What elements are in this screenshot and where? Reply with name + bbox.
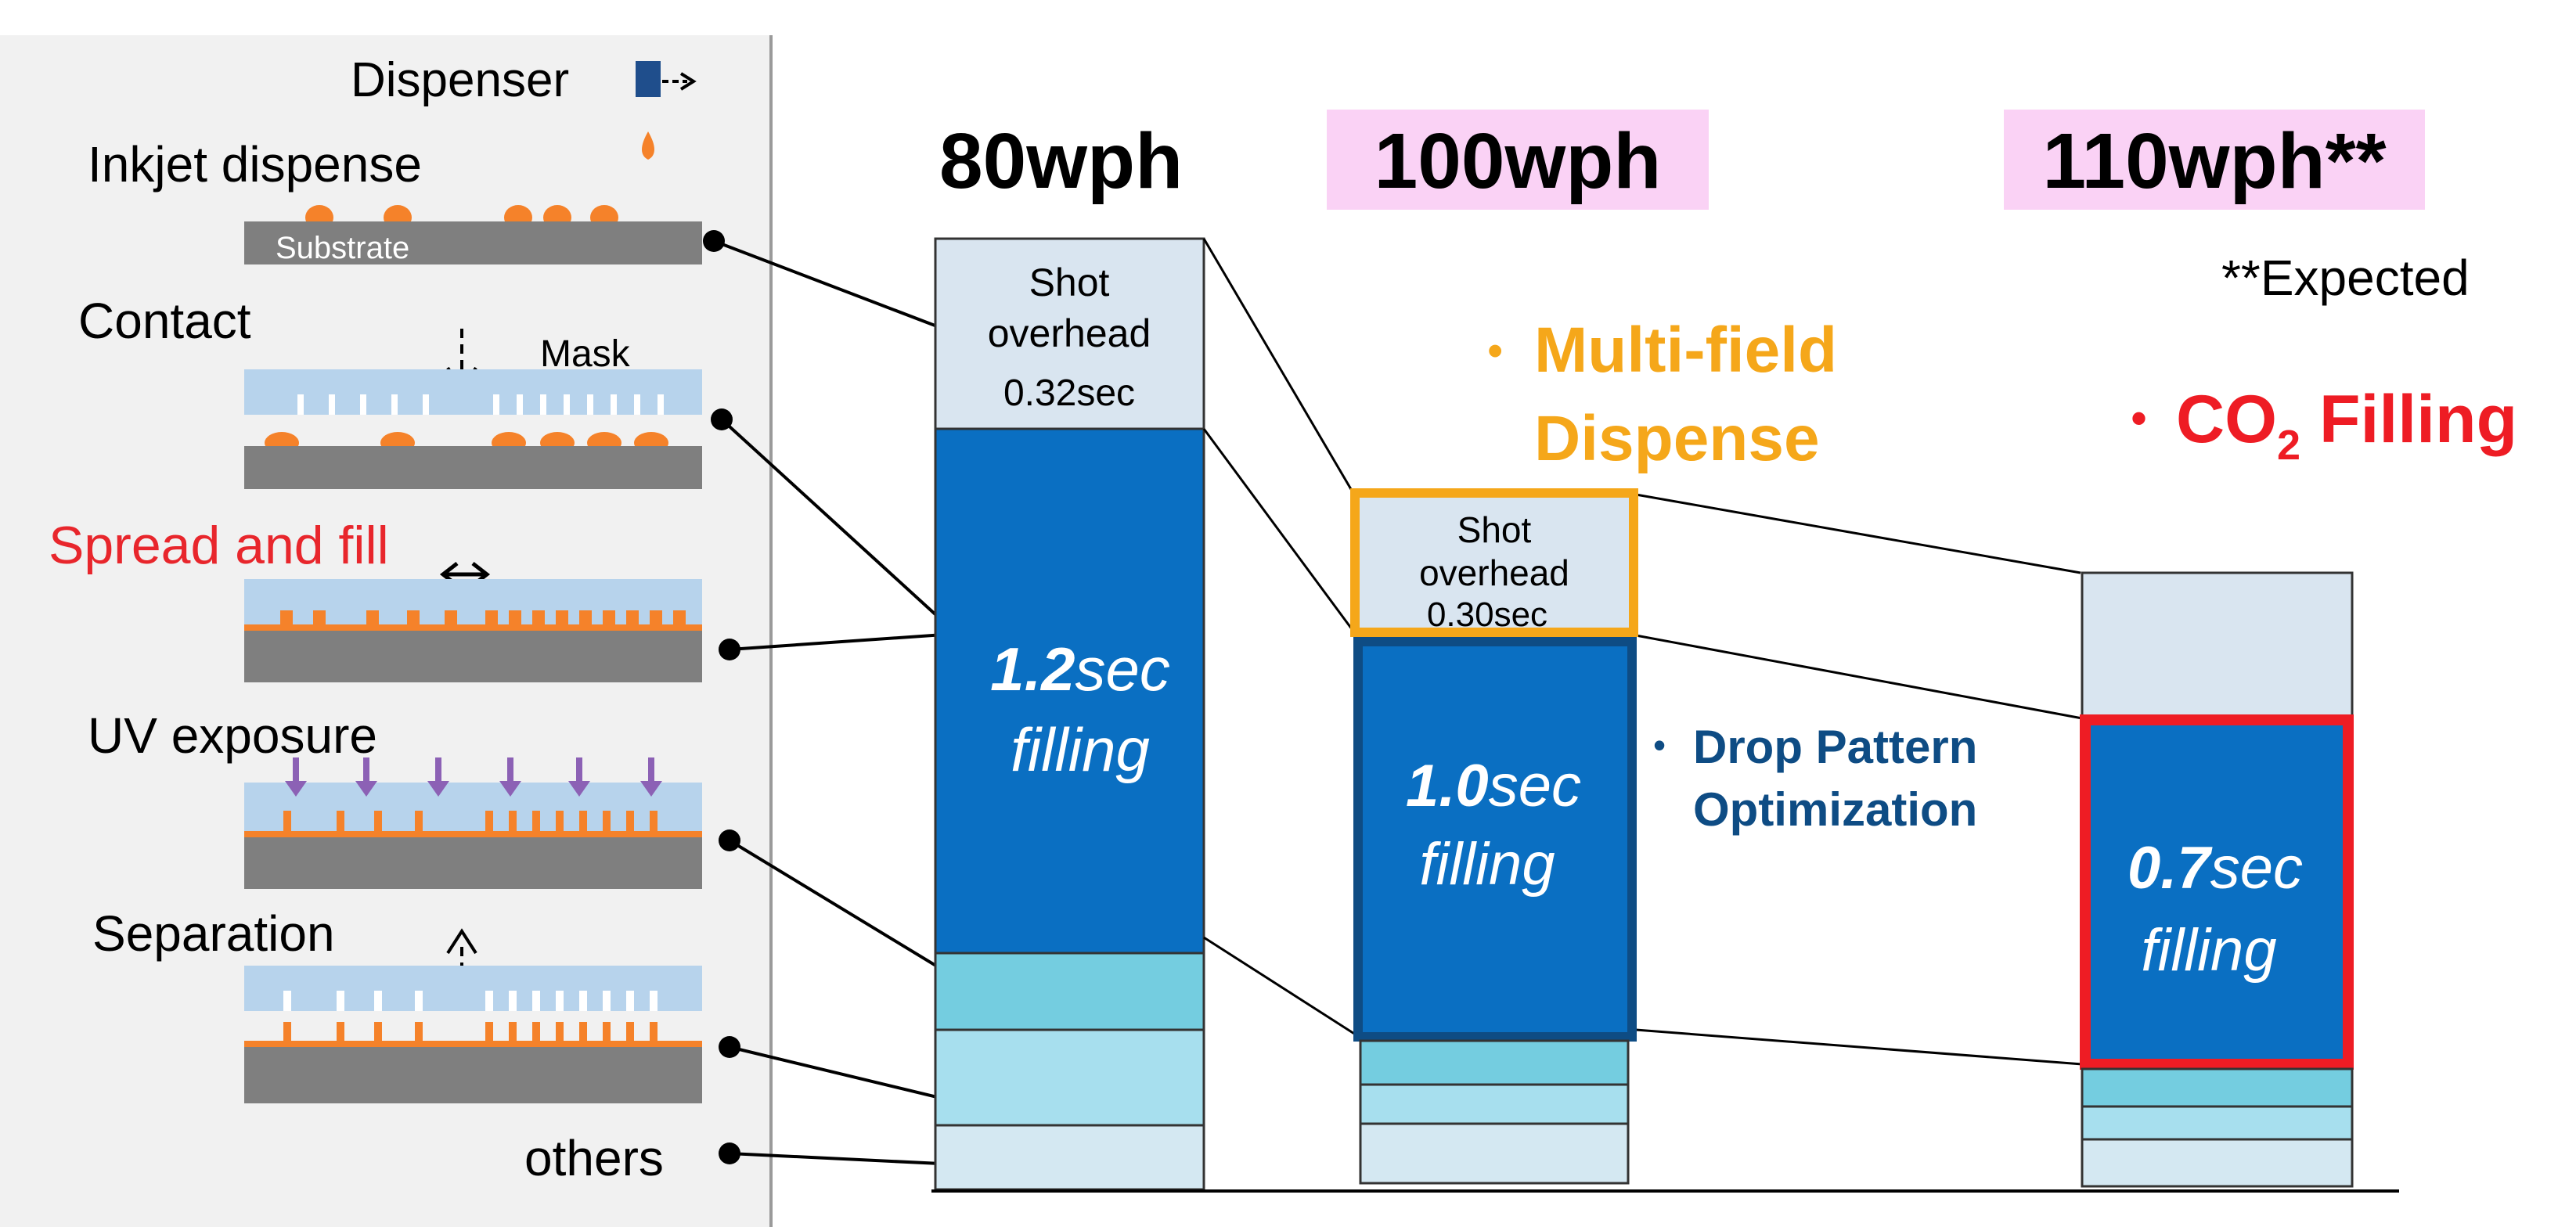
droplet-icon — [642, 131, 654, 160]
uv-arrow-icon — [285, 757, 662, 797]
step-inkjet-dispense-label: Inkjet dispense — [88, 136, 422, 193]
column-110wph: 110wph** **Expected • CO2 Filling 0.7sec… — [2004, 110, 2517, 1188]
uv-block-110wph — [2081, 1067, 2354, 1108]
substrate-label: Substrate — [276, 231, 409, 265]
overhead-text-80wph-line2: overhead — [988, 311, 1151, 355]
overhead-text-100wph-line2: overhead — [1419, 552, 1569, 593]
separation-block-100wph — [1359, 1083, 1630, 1125]
uv-block-80wph — [934, 952, 1205, 1031]
substrate-bar — [244, 221, 702, 264]
step-spread-and-fill-label: Spread and fill — [49, 516, 389, 575]
spread-fill-illustration — [244, 562, 702, 682]
overhead-text-100wph-line1: Shot — [1457, 509, 1532, 550]
filling-block-100wph — [1353, 637, 1637, 1042]
annotation-line-1: Drop Pattern — [1693, 721, 1977, 773]
separation-block-80wph — [934, 1028, 1205, 1127]
mask-label: Mask — [540, 333, 631, 375]
column-title-100wph: 100wph — [1374, 117, 1662, 205]
separation-block-110wph — [2081, 1105, 2354, 1141]
step-contact-label: Contact — [78, 293, 251, 349]
annotation-bullet: • — [2131, 392, 2147, 444]
mask-bar — [244, 369, 702, 415]
overhead-text-100wph-line3: 0.30sec — [1427, 596, 1547, 634]
contact-illustration — [244, 329, 702, 489]
uv-block-100wph — [1359, 1039, 1630, 1086]
annotation-bullet: • — [1653, 725, 1666, 765]
inkjet-dispense-illustration: Substrate — [244, 205, 702, 265]
annotation-drop-pattern-optimization: • Drop Pattern Optimization — [1653, 721, 1977, 836]
overhead-text-80wph-line1: Shot — [1029, 261, 1110, 304]
overhead-block-80wph — [934, 237, 1205, 430]
filling-word-100wph: filling — [1419, 831, 1555, 898]
column-connectors — [1202, 238, 2083, 1066]
annotation-line-2: Dispense — [1534, 403, 1820, 474]
column-100wph: 100wph Shot overhead 0.30sec 1.0sec fill… — [1327, 110, 1977, 1185]
column-80wph: 80wph Shot overhead 0.32sec 1.2sec filli… — [934, 117, 1205, 1191]
dispenser-label: Dispenser — [351, 53, 569, 107]
others-block-110wph — [2081, 1138, 2354, 1188]
overhead-text-80wph-line3: 0.32sec — [1003, 372, 1135, 414]
step-uv-exposure-label: UV exposure — [88, 707, 377, 764]
annotation-co2-text: CO2 Filling — [2176, 382, 2517, 469]
filling-time-110wph: 0.7sec — [2127, 835, 2303, 901]
title-highlight-100wph — [1327, 110, 1709, 210]
filling-time-80wph: 1.2sec — [990, 635, 1170, 703]
filling-time-100wph: 1.0sec — [1406, 753, 1581, 819]
annotation-multi-field-dispense: • Multi-field Dispense — [1487, 315, 1837, 474]
expected-note: **Expected — [2221, 250, 2470, 306]
step-others-label: others — [524, 1130, 664, 1186]
annotation-line-1: Multi-field — [1534, 315, 1837, 386]
separation-illustration — [244, 928, 702, 1103]
title-highlight-110wph — [2004, 110, 2425, 210]
uv-exposure-illustration — [244, 757, 702, 889]
filling-word-80wph: filling — [1011, 715, 1150, 784]
filling-word-110wph: filling — [2141, 917, 2276, 984]
filling-block-80wph — [934, 427, 1205, 955]
annotation-bullet: • — [1487, 326, 1503, 376]
process-steps-panel: Dispenser Inkjet dispense Substrate Cont… — [0, 35, 773, 1227]
step-separation-label: Separation — [92, 905, 335, 962]
filling-block-110wph — [2080, 714, 2354, 1070]
overhead-block-100wph — [1350, 488, 1638, 637]
dispenser-icon — [636, 61, 697, 160]
annotation-line-2: Optimization — [1693, 783, 1977, 836]
column-title-80wph: 80wph — [939, 117, 1183, 205]
others-block-100wph — [1359, 1122, 1630, 1185]
others-block-80wph — [934, 1124, 1205, 1191]
overhead-block-110wph — [2081, 571, 2354, 720]
column-title-110wph: 110wph** — [2042, 117, 2386, 205]
annotation-co2-filling: • CO2 Filling — [2131, 382, 2517, 469]
